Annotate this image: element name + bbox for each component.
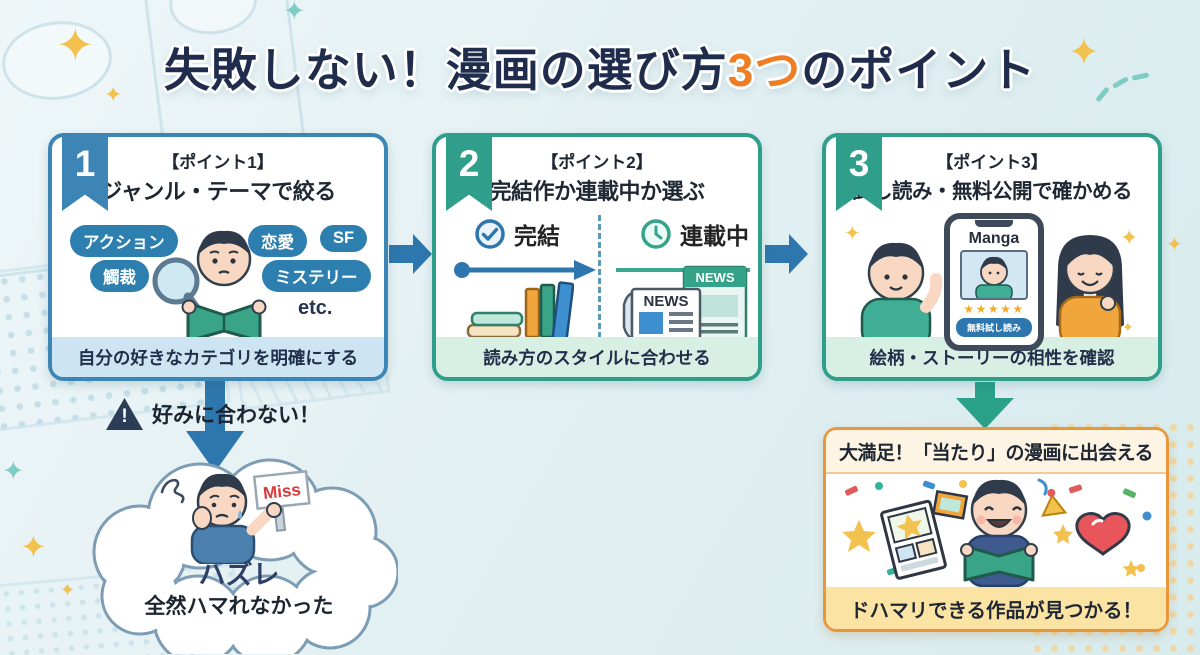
option-complete: 完結 [474,217,560,251]
manga-preview-avatar [960,250,1028,300]
warning-text: 好みに合わない！ [152,404,320,427]
mismatch-warning: ! 好みに合わない！ [106,398,320,430]
point2-heading: 完結作か連載中か選ぶ [489,179,705,204]
point2-card: 2 【ポイント2】 完結作か連載中か選ぶ 完結 連載中 [432,133,762,381]
genre-tag-mystery: ミステリー [262,260,371,292]
point3-card: 3 【ポイント3】 試し読み・無料公開で確かめる Manga [822,133,1162,381]
books-icon [466,281,574,341]
point2-footer: 読み方のスタイルに合わせる [436,337,758,377]
title-highlight: 3つ [727,44,802,96]
point1-heading: ジャンル・テーマで絞る [100,179,336,204]
genre-tag-action: アクション [70,225,178,257]
sad-reader-with-miss-sign-icon: Miss [160,470,311,564]
avatar-face-icon [975,256,1013,298]
woman-icon [1056,235,1124,349]
rating-stars: ★★★★★ [963,302,1025,316]
point1-number-badge: 1 [62,133,108,211]
point1-footer: 自分の好きなカテゴリを明確にする [52,337,384,377]
etc-label: etc. [298,297,333,319]
check-circle-icon [475,219,505,249]
news-label-front: NEWS [644,293,689,310]
miss-result-title: ハズレ [198,560,280,590]
genre-tag-romance: 恋愛 [248,225,307,257]
newspapers-icon: NEWS NEWS [622,265,748,343]
arrow-right-icon [389,234,432,274]
success-header: 大満足！「当たり」の漫画に出会える [826,430,1166,474]
miss-result-subtitle: 全然ハマれなかった [144,595,334,618]
genre-tag-sf: SF [320,225,368,252]
free-trial-button[interactable]: 無料試し読み [956,318,1032,337]
arrow-down-blue-icon [186,381,244,472]
option-serial-label: 連載中 [680,223,749,249]
point3-kicker: 【ポイント3】 [936,153,1048,172]
title-main: 失敗しない！漫画の選び方 [163,44,728,96]
option-complete-label: 完結 [514,223,560,249]
point2-kicker: 【ポイント2】 [541,153,653,172]
title-suffix: のポイント [801,44,1037,96]
point1-card: 1 【ポイント1】 ジャンル・テーマで絞る アクション 恋愛 SF 觸裁 ミステ… [48,133,388,381]
phone-mockup: Manga ★★★★★ 無料試し読み [944,213,1044,351]
page-title: 失敗しない！漫画の選び方3つのポイント [0,34,1200,100]
point2-number-badge: 2 [446,133,492,211]
dashed-divider [598,215,601,347]
arrow-down-teal-icon [956,382,1014,429]
reader-with-magnifier-icon [152,230,267,343]
man-icon [860,242,943,349]
warning-icon: ! [106,398,143,430]
clock-icon [641,219,671,249]
point3-heading: 試し読み・無料公開で確かめる [852,180,1133,203]
sparkle-icon [2,456,25,487]
success-footer: ドハマリできる作品が見つかる！ [826,587,1166,629]
celebration-illustration [842,478,1152,588]
genre-tag-4: 觸裁 [90,260,149,292]
sparkle-icon [1166,232,1183,257]
point3-number-badge: 3 [836,133,882,211]
phone-notch [975,220,1013,227]
news-label-back: NEWS [696,270,735,285]
phone-app-title: Manga [968,230,1020,247]
success-result-box: 大満足！「当たり」の漫画に出会える [823,427,1169,632]
point1-kicker: 【ポイント1】 [162,153,274,172]
sparkle-icon [283,0,306,27]
miss-sign-label: Miss [262,480,302,503]
arrow-right-icon [765,234,808,274]
option-serial: 連載中 [640,217,749,251]
thought-cloud [92,458,398,654]
sparkle-icon [20,528,47,566]
